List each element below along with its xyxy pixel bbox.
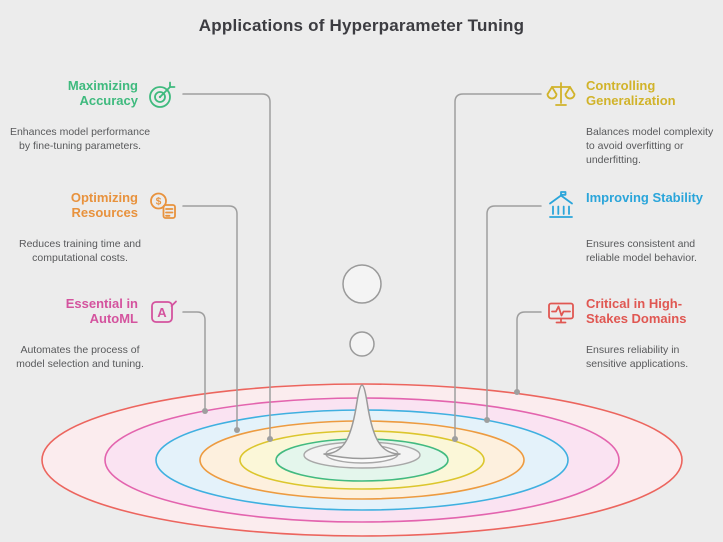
- connector-dot: [514, 389, 520, 395]
- item-description: Ensures reliability in sensitive applica…: [586, 344, 689, 371]
- dartboard-icon: [147, 78, 179, 110]
- connector-controlling-generalization: [454, 93, 542, 437]
- connector-lines: [182, 93, 542, 442]
- connector-optimizing-resources: [182, 205, 238, 428]
- item-description: Reduces training time and computational …: [19, 238, 141, 265]
- falling-drop-small: [349, 331, 375, 357]
- item-description: Automates the process of model selection…: [16, 344, 144, 371]
- item-heading: Optimizing Resources: [70, 190, 138, 221]
- splash-spike: [323, 384, 401, 460]
- item-essential-automl: Essential in AutoML A Automates the proc…: [4, 296, 179, 371]
- pulse-monitor-icon: [545, 296, 577, 328]
- item-header: Controlling Generalization: [545, 78, 720, 110]
- connector-improving-stability: [486, 205, 542, 418]
- item-description: Enhances model performance by fine-tunin…: [9, 126, 151, 153]
- connector-dot: [202, 408, 208, 414]
- connector-maximizing-accuracy: [182, 93, 271, 437]
- item-controlling-generalization: Controlling Generalization Balances mode…: [545, 78, 720, 167]
- item-heading: Controlling Generalization: [586, 78, 676, 109]
- item-heading: Maximizing Accuracy: [67, 78, 138, 109]
- money-icon: $: [147, 190, 179, 222]
- item-optimizing-resources: Optimizing Resources $ Reduces training …: [4, 190, 179, 265]
- connector-essential-automl: [182, 311, 206, 409]
- item-description: Ensures consistent and reliable model be…: [586, 238, 697, 265]
- item-maximizing-accuracy: Maximizing Accuracy Enhances model perfo…: [4, 78, 179, 153]
- item-critical-domains: Critical in High-Stakes Domains Ensures …: [545, 296, 720, 371]
- item-improving-stability: Improving Stability Ensures consistent a…: [545, 190, 720, 265]
- connector-dot: [234, 427, 240, 433]
- connector-dot: [484, 417, 490, 423]
- svg-text:A: A: [157, 305, 167, 320]
- item-heading: Essential in AutoML: [65, 296, 138, 327]
- item-header: Optimizing Resources $: [4, 190, 179, 222]
- page-title: Applications of Hyperparameter Tuning: [198, 16, 525, 35]
- item-header: Essential in AutoML A: [4, 296, 179, 328]
- automl-icon: A: [147, 296, 179, 328]
- item-header: Critical in High-Stakes Domains: [545, 296, 720, 328]
- item-header: Maximizing Accuracy: [4, 78, 179, 110]
- connector-dot: [267, 436, 273, 442]
- falling-drop-large: [342, 264, 382, 304]
- svg-text:$: $: [156, 197, 162, 208]
- water-splash: [303, 264, 421, 469]
- item-header: Improving Stability: [545, 190, 720, 222]
- bank-icon: [545, 190, 577, 222]
- connector-dot: [452, 436, 458, 442]
- connector-critical-domains: [516, 311, 542, 390]
- item-description: Balances model complexity to avoid overf…: [586, 126, 714, 167]
- scales-icon: [545, 78, 577, 110]
- item-heading: Critical in High-Stakes Domains: [586, 296, 687, 327]
- item-heading: Improving Stability: [586, 190, 704, 205]
